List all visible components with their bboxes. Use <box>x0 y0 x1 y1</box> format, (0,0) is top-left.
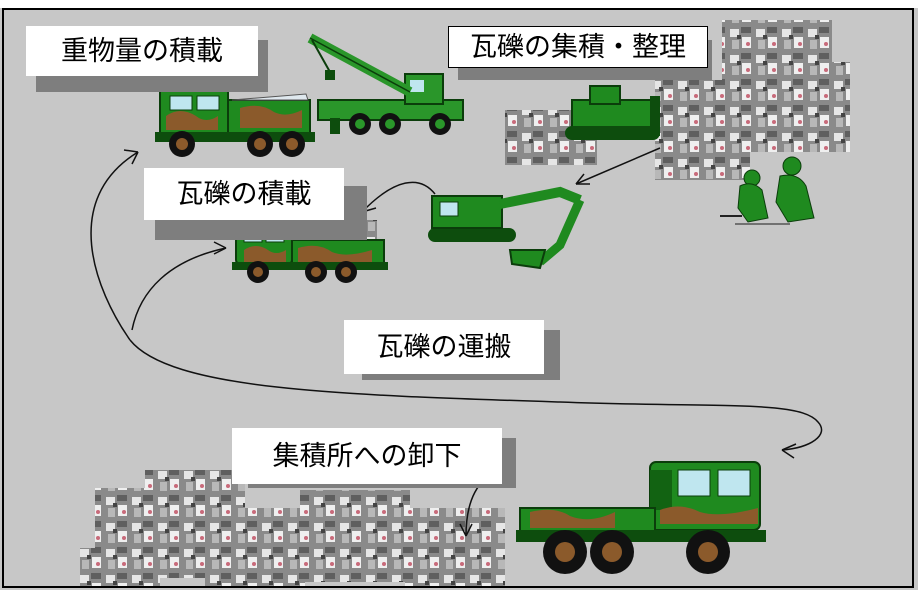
bulldozer-icon <box>565 85 660 140</box>
rubble-icon <box>205 508 305 588</box>
hydraulic-excavator-icon <box>428 186 585 270</box>
flow-arrow-icon <box>361 181 436 213</box>
rubble-pile-bottom-left <box>80 470 505 588</box>
flow-arrow-icon <box>575 147 661 185</box>
rubble-icon <box>405 508 505 588</box>
flow-arrow-icon <box>131 241 227 331</box>
top-strip <box>0 0 918 8</box>
debris-loading-label: 瓦礫の積載 <box>144 168 344 220</box>
rubble-icon <box>80 548 160 588</box>
rubble-icon <box>655 80 750 180</box>
camouflage-truck-icon <box>155 87 315 157</box>
mobile-crane-icon <box>307 33 464 135</box>
flow-arrows <box>90 147 823 537</box>
flow-arrow-icon <box>90 149 139 341</box>
rubble-icon <box>750 62 850 152</box>
unloading-label: 集積所への卸下 <box>232 428 502 484</box>
camouflage-truck-icon <box>516 461 766 574</box>
debris-transport-label: 瓦礫の運搬 <box>344 320 544 374</box>
truck-unloading <box>516 461 766 574</box>
rubble-icon <box>300 490 410 582</box>
rubble-pile-top-right <box>505 20 850 180</box>
truck-heavy-loading <box>155 87 315 157</box>
flow-arrow-icon <box>129 339 823 459</box>
debris-collection-label: 瓦礫の集積・整理 <box>448 26 708 68</box>
heavy-loading-label: 重物量の積載 <box>26 26 258 76</box>
soldiers-icon <box>720 156 815 225</box>
